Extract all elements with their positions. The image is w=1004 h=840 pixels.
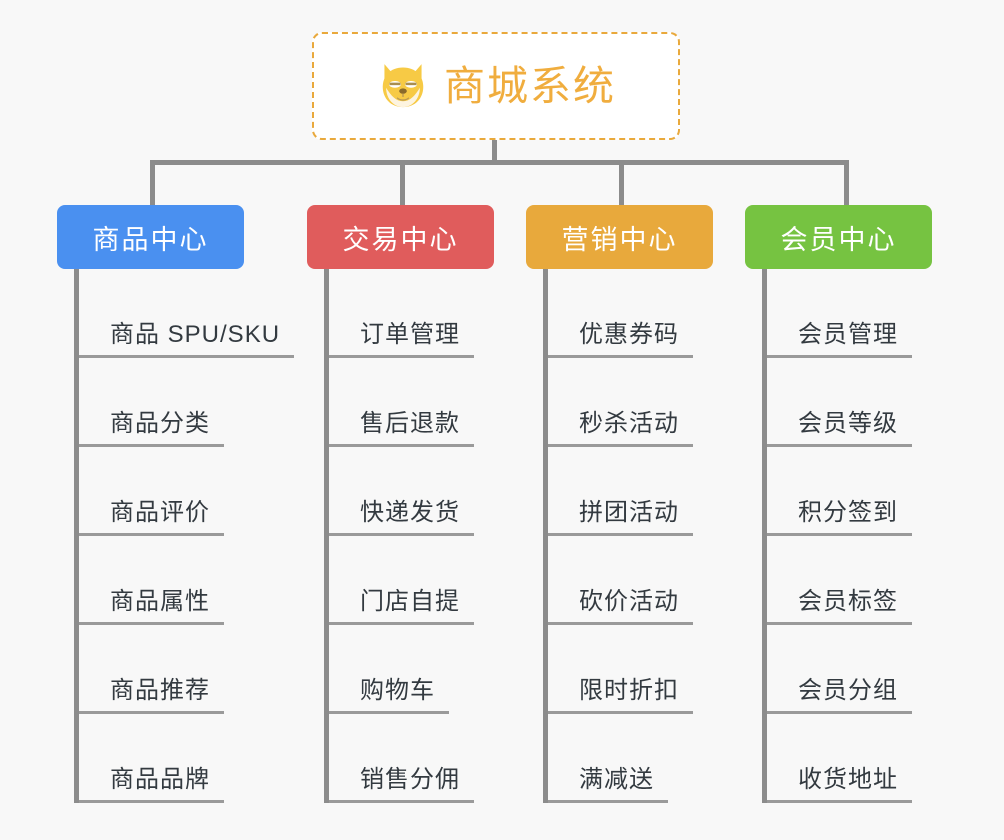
leaf-node[interactable]: 积分签到 bbox=[767, 447, 932, 536]
branch-header-marketing-center[interactable]: 营销中心 bbox=[526, 205, 713, 269]
leaf-node[interactable]: 会员分组 bbox=[767, 625, 932, 714]
leaf-label: 购物车 bbox=[329, 677, 449, 714]
leaf-label: 商品评价 bbox=[79, 499, 224, 536]
shiba-dog-face-icon bbox=[382, 64, 424, 108]
leaf-node[interactable]: 门店自提 bbox=[329, 536, 494, 625]
connector-drop-4 bbox=[844, 160, 849, 205]
leaf-label: 商品推荐 bbox=[79, 677, 224, 714]
leaf-label: 优惠券码 bbox=[548, 321, 693, 358]
leaf-node[interactable]: 收货地址 bbox=[767, 714, 932, 803]
leaf-node[interactable]: 商品推荐 bbox=[79, 625, 244, 714]
leaf-node[interactable]: 商品分类 bbox=[79, 358, 244, 447]
leaf-node[interactable]: 砍价活动 bbox=[548, 536, 713, 625]
leaf-node[interactable]: 会员标签 bbox=[767, 536, 932, 625]
branch-header-trade-center[interactable]: 交易中心 bbox=[307, 205, 494, 269]
branch-trade-center: 交易中心 订单管理 售后退款 快递发货 门店自提 购物车 销售分佣 bbox=[307, 205, 494, 803]
leaf-label: 会员分组 bbox=[767, 677, 912, 714]
branch-marketing-center: 营销中心 优惠券码 秒杀活动 拼团活动 砍价活动 限时折扣 满减送 bbox=[526, 205, 713, 803]
leaf-node[interactable]: 购物车 bbox=[329, 625, 494, 714]
leaf-node[interactable]: 商品属性 bbox=[79, 536, 244, 625]
leaf-node[interactable]: 满减送 bbox=[548, 714, 713, 803]
branch-header-member-center[interactable]: 会员中心 bbox=[745, 205, 932, 269]
leaf-node[interactable]: 商品评价 bbox=[79, 447, 244, 536]
connector-drop-1 bbox=[150, 160, 155, 205]
leaf-label: 门店自提 bbox=[329, 588, 474, 625]
branch-header-label: 商品中心 bbox=[92, 224, 209, 255]
leaf-label: 快递发货 bbox=[329, 499, 474, 536]
leaf-label: 收货地址 bbox=[767, 766, 912, 803]
root-node[interactable]: 商城系统 bbox=[312, 32, 680, 140]
branch-items-marketing-center: 优惠券码 秒杀活动 拼团活动 砍价活动 限时折扣 满减送 bbox=[543, 269, 713, 803]
leaf-label: 砍价活动 bbox=[548, 588, 693, 625]
leaf-node[interactable]: 商品品牌 bbox=[79, 714, 244, 803]
branch-header-label: 营销中心 bbox=[561, 224, 678, 255]
leaf-label: 商品属性 bbox=[79, 588, 224, 625]
branch-header-product-center[interactable]: 商品中心 bbox=[57, 205, 244, 269]
branch-header-label: 交易中心 bbox=[342, 224, 459, 255]
leaf-label: 商品 SPU/SKU bbox=[79, 321, 295, 358]
leaf-node[interactable]: 会员管理 bbox=[767, 269, 932, 358]
connector-horizontal-bus bbox=[150, 160, 849, 165]
branch-spine bbox=[762, 269, 767, 803]
leaf-node[interactable]: 销售分佣 bbox=[329, 714, 494, 803]
leaf-label: 积分签到 bbox=[767, 499, 912, 536]
branch-spine bbox=[543, 269, 548, 803]
root-label: 商城系统 bbox=[444, 62, 616, 109]
leaf-node[interactable]: 订单管理 bbox=[329, 269, 494, 358]
leaf-label: 拼团活动 bbox=[548, 499, 693, 536]
branch-items-trade-center: 订单管理 售后退款 快递发货 门店自提 购物车 销售分佣 bbox=[324, 269, 494, 803]
leaf-node[interactable]: 售后退款 bbox=[329, 358, 494, 447]
leaf-label: 销售分佣 bbox=[329, 766, 474, 803]
branch-spine bbox=[74, 269, 79, 803]
connector-drop-3 bbox=[619, 160, 624, 205]
leaf-node[interactable]: 优惠券码 bbox=[548, 269, 713, 358]
leaf-label: 秒杀活动 bbox=[548, 410, 693, 447]
branch-items-product-center: 商品 SPU/SKU 商品分类 商品评价 商品属性 商品推荐 商品品牌 bbox=[74, 269, 295, 803]
leaf-node[interactable]: 快递发货 bbox=[329, 447, 494, 536]
leaf-node[interactable]: 秒杀活动 bbox=[548, 358, 713, 447]
branch-items-member-center: 会员管理 会员等级 积分签到 会员标签 会员分组 收货地址 bbox=[762, 269, 932, 803]
leaf-label: 限时折扣 bbox=[548, 677, 693, 714]
leaf-label: 会员等级 bbox=[767, 410, 912, 447]
branch-header-label: 会员中心 bbox=[780, 224, 897, 255]
leaf-node[interactable]: 商品 SPU/SKU bbox=[79, 269, 295, 358]
leaf-node[interactable]: 拼团活动 bbox=[548, 447, 713, 536]
leaf-label: 订单管理 bbox=[329, 321, 474, 358]
connector-drop-2 bbox=[400, 160, 405, 205]
connector-root-stem bbox=[492, 140, 497, 164]
leaf-label: 售后退款 bbox=[329, 410, 474, 447]
leaf-label: 会员管理 bbox=[767, 321, 912, 358]
branch-spine bbox=[324, 269, 329, 803]
leaf-node[interactable]: 限时折扣 bbox=[548, 625, 713, 714]
leaf-label: 商品分类 bbox=[79, 410, 224, 447]
leaf-label: 会员标签 bbox=[767, 588, 912, 625]
branch-member-center: 会员中心 会员管理 会员等级 积分签到 会员标签 会员分组 收货地址 bbox=[745, 205, 932, 803]
branch-product-center: 商品中心 商品 SPU/SKU 商品分类 商品评价 商品属性 商品推荐 商品品牌 bbox=[57, 205, 295, 803]
leaf-node[interactable]: 会员等级 bbox=[767, 358, 932, 447]
leaf-label: 满减送 bbox=[548, 766, 668, 803]
leaf-label: 商品品牌 bbox=[79, 766, 224, 803]
